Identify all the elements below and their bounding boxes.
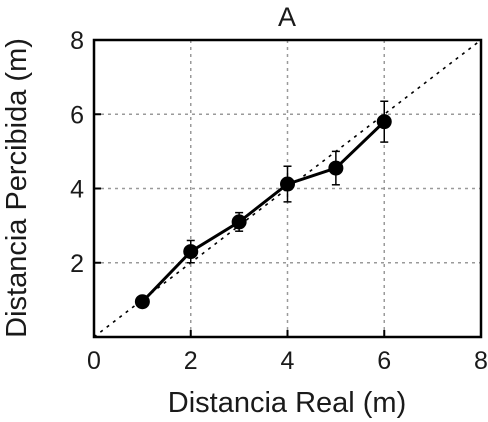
x-tick-label: 6 [377, 347, 391, 375]
x-tick-label: 2 [184, 347, 198, 375]
error-bars [138, 100, 389, 305]
grid [94, 40, 481, 337]
data-point [134, 294, 150, 310]
x-axis-ticks: 0 2 4 6 8 [87, 330, 488, 375]
x-tick-label: 0 [87, 347, 101, 375]
data-point [280, 176, 295, 192]
series-line [141, 120, 386, 303]
chart-title: A [278, 2, 296, 32]
y-tick-label: 8 [70, 27, 84, 55]
y-axis-title: Distancia Percibida (m) [1, 38, 33, 338]
data-point [231, 214, 247, 230]
y-tick-label: 6 [70, 101, 84, 129]
x-tick-label: 8 [474, 347, 488, 375]
data-point [183, 244, 199, 260]
data-points [134, 114, 392, 310]
y-tick-label: 2 [70, 250, 84, 278]
x-axis-title: Distancia Real (m) [168, 387, 407, 419]
y-axis-ticks: 2 4 6 8 [70, 27, 101, 278]
data-point [376, 114, 392, 130]
x-tick-label: 4 [281, 347, 295, 375]
y-tick-label: 4 [70, 176, 84, 204]
identity-reference-line [93, 39, 482, 338]
data-point [328, 160, 344, 176]
